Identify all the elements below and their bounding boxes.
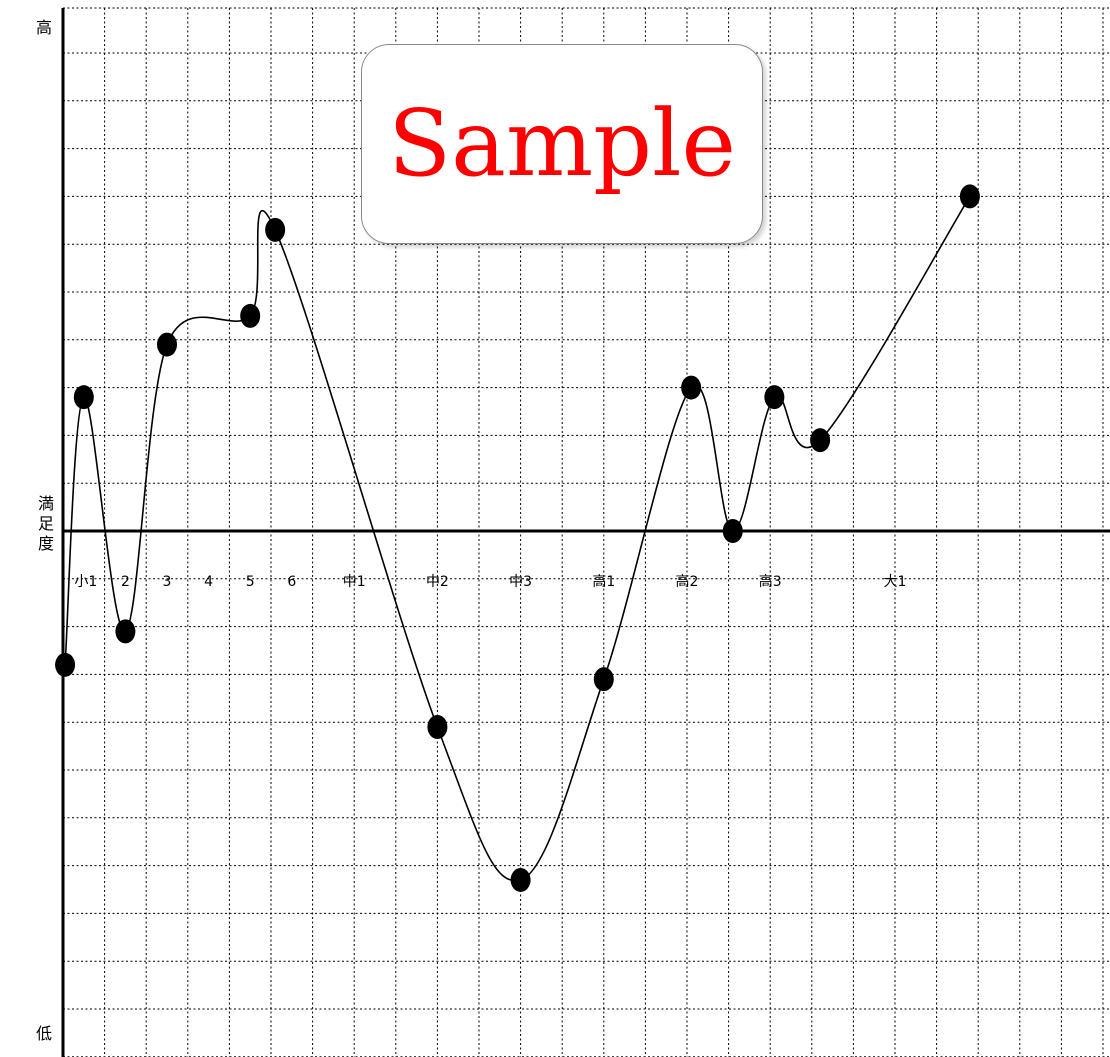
data-point	[115, 619, 136, 644]
x-tick-label: 中1	[343, 574, 366, 590]
data-point	[959, 184, 980, 209]
watermark-text: Sample	[388, 90, 736, 197]
x-tick-label: 大1	[884, 574, 907, 590]
x-tick-label: 高2	[676, 573, 699, 590]
x-tick-label: 中3	[509, 574, 532, 590]
data-point	[157, 332, 177, 357]
y-axis-high-label: 高	[36, 18, 53, 37]
x-tick-label: 中2	[426, 574, 449, 590]
data-point	[73, 385, 94, 410]
x-tick-label: 2	[121, 574, 130, 590]
data-point	[593, 667, 614, 692]
data-point	[510, 867, 531, 892]
data-point	[764, 385, 785, 410]
x-tick-label: 高3	[759, 573, 782, 590]
series-line	[64, 195, 971, 882]
x-tick-label: 5	[246, 574, 255, 590]
data-point	[55, 652, 76, 677]
data-point	[240, 303, 261, 328]
data-point	[681, 375, 702, 400]
x-tick-labels: 小1 2 3 4 5 6 中1 中2 中3 高1 高2 高3 大1	[74, 573, 906, 590]
y-axis-title: 満足度	[38, 494, 55, 553]
data-point	[722, 519, 743, 543]
sample-watermark: Sample	[361, 44, 763, 244]
x-tick-label: 高1	[592, 573, 615, 590]
x-tick-label: 3	[163, 574, 172, 590]
x-tick-label: 小1	[74, 574, 97, 590]
data-point	[265, 217, 286, 242]
x-tick-label: 4	[204, 574, 213, 590]
data-point	[810, 428, 831, 453]
data-points	[55, 184, 980, 892]
x-tick-label: 6	[287, 574, 296, 590]
data-point	[427, 714, 448, 739]
axes	[61, 8, 1110, 1057]
y-axis-low-label: 低	[36, 1024, 53, 1043]
